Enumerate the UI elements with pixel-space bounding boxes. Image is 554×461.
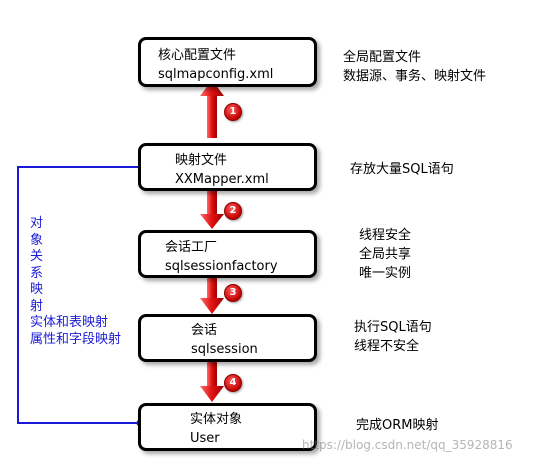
core-config-title: 核心配置文件 [158, 48, 237, 63]
entity-name: User [190, 431, 220, 446]
session-factory-box: 会话工厂 sqlsessionfactory [138, 230, 317, 278]
session-factory-name: sqlsessionfactory [165, 259, 278, 274]
orm-label-field-mapping: 属性和字段映射 [30, 331, 122, 347]
session-note-line-1: 执行SQL语句 [354, 320, 432, 335]
orm-label-char-5: 映 [30, 282, 44, 297]
orm-label-char-1: 对 [30, 216, 44, 231]
watermark: https://blog.csdn.net/qq_35928816 [302, 438, 513, 452]
entity-note-line-1: 完成ORM映射 [356, 418, 439, 433]
session-factory-note: 线程安全 全局共享 唯一实例 [359, 226, 411, 283]
step-badge-2: 2 [224, 202, 242, 220]
entity-title: 实体对象 [190, 412, 243, 427]
step-badge-4: 4 [224, 374, 242, 392]
mapper-file-box: 映射文件 XXMapper.xml [138, 143, 317, 191]
step-badge-3: 3 [224, 284, 242, 302]
session-factory-title: 会话工厂 [165, 240, 218, 255]
orm-label-char-3: 关 [30, 249, 44, 264]
mapper-file-title: 映射文件 [175, 153, 228, 168]
arrow-mapper-to-factory [200, 186, 224, 229]
mapper-file-note-line-1: 存放大量SQL语句 [350, 162, 454, 177]
session-title: 会话 [191, 323, 218, 338]
orm-label-char-4: 系 [30, 265, 44, 281]
session-note: 执行SQL语句 线程不安全 [354, 318, 432, 356]
arrow-mapper-to-config [200, 80, 224, 138]
entity-box: 实体对象 User [138, 403, 317, 451]
core-config-box: 核心配置文件 sqlmapconfig.xml [138, 37, 317, 87]
orm-label-char-6: 射 [30, 298, 44, 314]
session-name: sqlsession [191, 342, 258, 357]
orm-label-char-2: 象 [30, 232, 44, 248]
core-config-note-line-1: 全局配置文件 [343, 50, 422, 65]
session-factory-note-line-3: 唯一实例 [359, 266, 412, 281]
orm-relation-label: 对 象 关 系 映 射 实体和表映射 属性和字段映射 [30, 216, 121, 348]
session-note-line-2: 线程不安全 [354, 339, 420, 354]
core-config-note-line-2: 数据源、事务、映射文件 [343, 69, 487, 84]
entity-note: 完成ORM映射 [356, 416, 438, 435]
session-factory-note-line-1: 线程安全 [359, 228, 412, 243]
core-config-filename: sqlmapconfig.xml [158, 67, 274, 82]
mapper-file-filename: XXMapper.xml [175, 172, 269, 187]
core-config-note: 全局配置文件 数据源、事务、映射文件 [343, 48, 486, 86]
arrow-session-to-entity [200, 362, 224, 402]
step-badge-1: 1 [224, 103, 242, 121]
mapper-file-note: 存放大量SQL语句 [350, 160, 454, 179]
session-factory-note-line-2: 全局共享 [359, 247, 412, 262]
session-box: 会话 sqlsession [138, 314, 317, 362]
orm-label-table-mapping: 实体和表映射 [30, 315, 109, 330]
arrow-factory-to-session [200, 278, 224, 314]
